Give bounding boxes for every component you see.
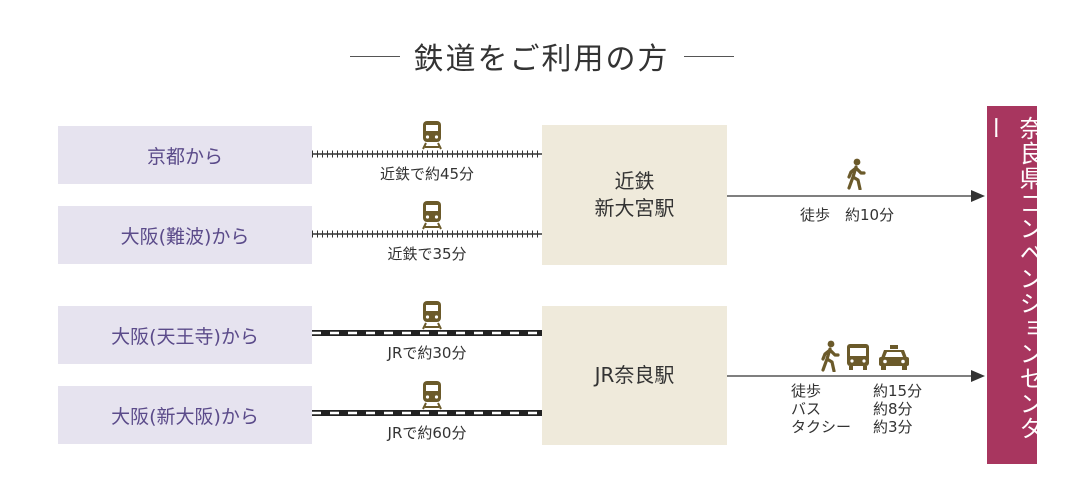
access-mode: バス — [791, 400, 822, 418]
train-icon — [422, 301, 442, 330]
access-row-bus: バス 約8分 — [791, 400, 922, 418]
route-time-label: JRで約60分 — [387, 424, 467, 442]
route-time-label: JRで約30分 — [387, 344, 467, 362]
title-dash-right — [683, 55, 734, 57]
walk-icon — [821, 340, 840, 372]
access-time: 約8分 — [873, 400, 913, 418]
section-title: 鉄道をご利用の方 — [0, 34, 1083, 78]
station-name-line: 新大宮駅 — [594, 196, 675, 220]
station-jr-nara: JR奈良駅 — [542, 306, 727, 445]
access-mode: 徒歩 — [791, 382, 822, 400]
taxi-icon — [879, 345, 909, 370]
kintetsu-track — [312, 150, 542, 158]
title-text: 鉄道をご利用の方 — [413, 42, 670, 77]
destination-box: 奈良県コンベンションセンター — [980, 106, 1043, 464]
arrow-to-destination — [727, 190, 985, 202]
kintetsu-access-label: 徒歩 約10分 — [800, 206, 895, 224]
jr-track — [312, 330, 542, 336]
destination-label: 奈良県コンベンションセンター — [980, 116, 1043, 441]
access-row-walk: 徒歩 約15分 — [791, 382, 922, 400]
train-icon — [422, 381, 442, 410]
route-time-label: 近鉄で約45分 — [379, 165, 475, 183]
bus-icon — [847, 344, 869, 370]
access-row-taxi: タクシー 約3分 — [791, 418, 922, 436]
walk-icon — [847, 158, 866, 190]
train-icon — [422, 121, 442, 150]
origin-label: 大阪(新大阪)から — [111, 405, 259, 428]
origin-shin-osaka: 大阪(新大阪)から — [58, 386, 312, 444]
origin-kyoto: 京都から — [58, 126, 312, 184]
kintetsu-track — [312, 230, 542, 238]
title-dash-left — [349, 55, 400, 57]
station-kintetsu-shin-omiya: 近鉄 新大宮駅 — [542, 125, 727, 265]
access-time: 約15分 — [873, 382, 923, 400]
jr-access-label: 徒歩 約15分 バス 約8分 タクシー 約3分 — [791, 382, 922, 436]
arrow-to-destination — [727, 370, 985, 382]
access-time: 約3分 — [873, 418, 913, 436]
origin-label: 京都から — [146, 145, 223, 168]
origin-osaka-tennoji: 大阪(天王寺)から — [58, 306, 312, 364]
origin-label: 大阪(難波)から — [120, 225, 250, 248]
station-name-line: 近鉄 — [614, 169, 655, 193]
origin-osaka-namba: 大阪(難波)から — [58, 206, 312, 264]
origin-label: 大阪(天王寺)から — [111, 325, 259, 348]
access-mode: タクシー — [791, 418, 852, 436]
jr-track — [312, 410, 542, 416]
route-time-label: 近鉄で35分 — [387, 245, 467, 263]
train-icon — [422, 201, 442, 230]
station-name: JR奈良駅 — [594, 363, 675, 387]
